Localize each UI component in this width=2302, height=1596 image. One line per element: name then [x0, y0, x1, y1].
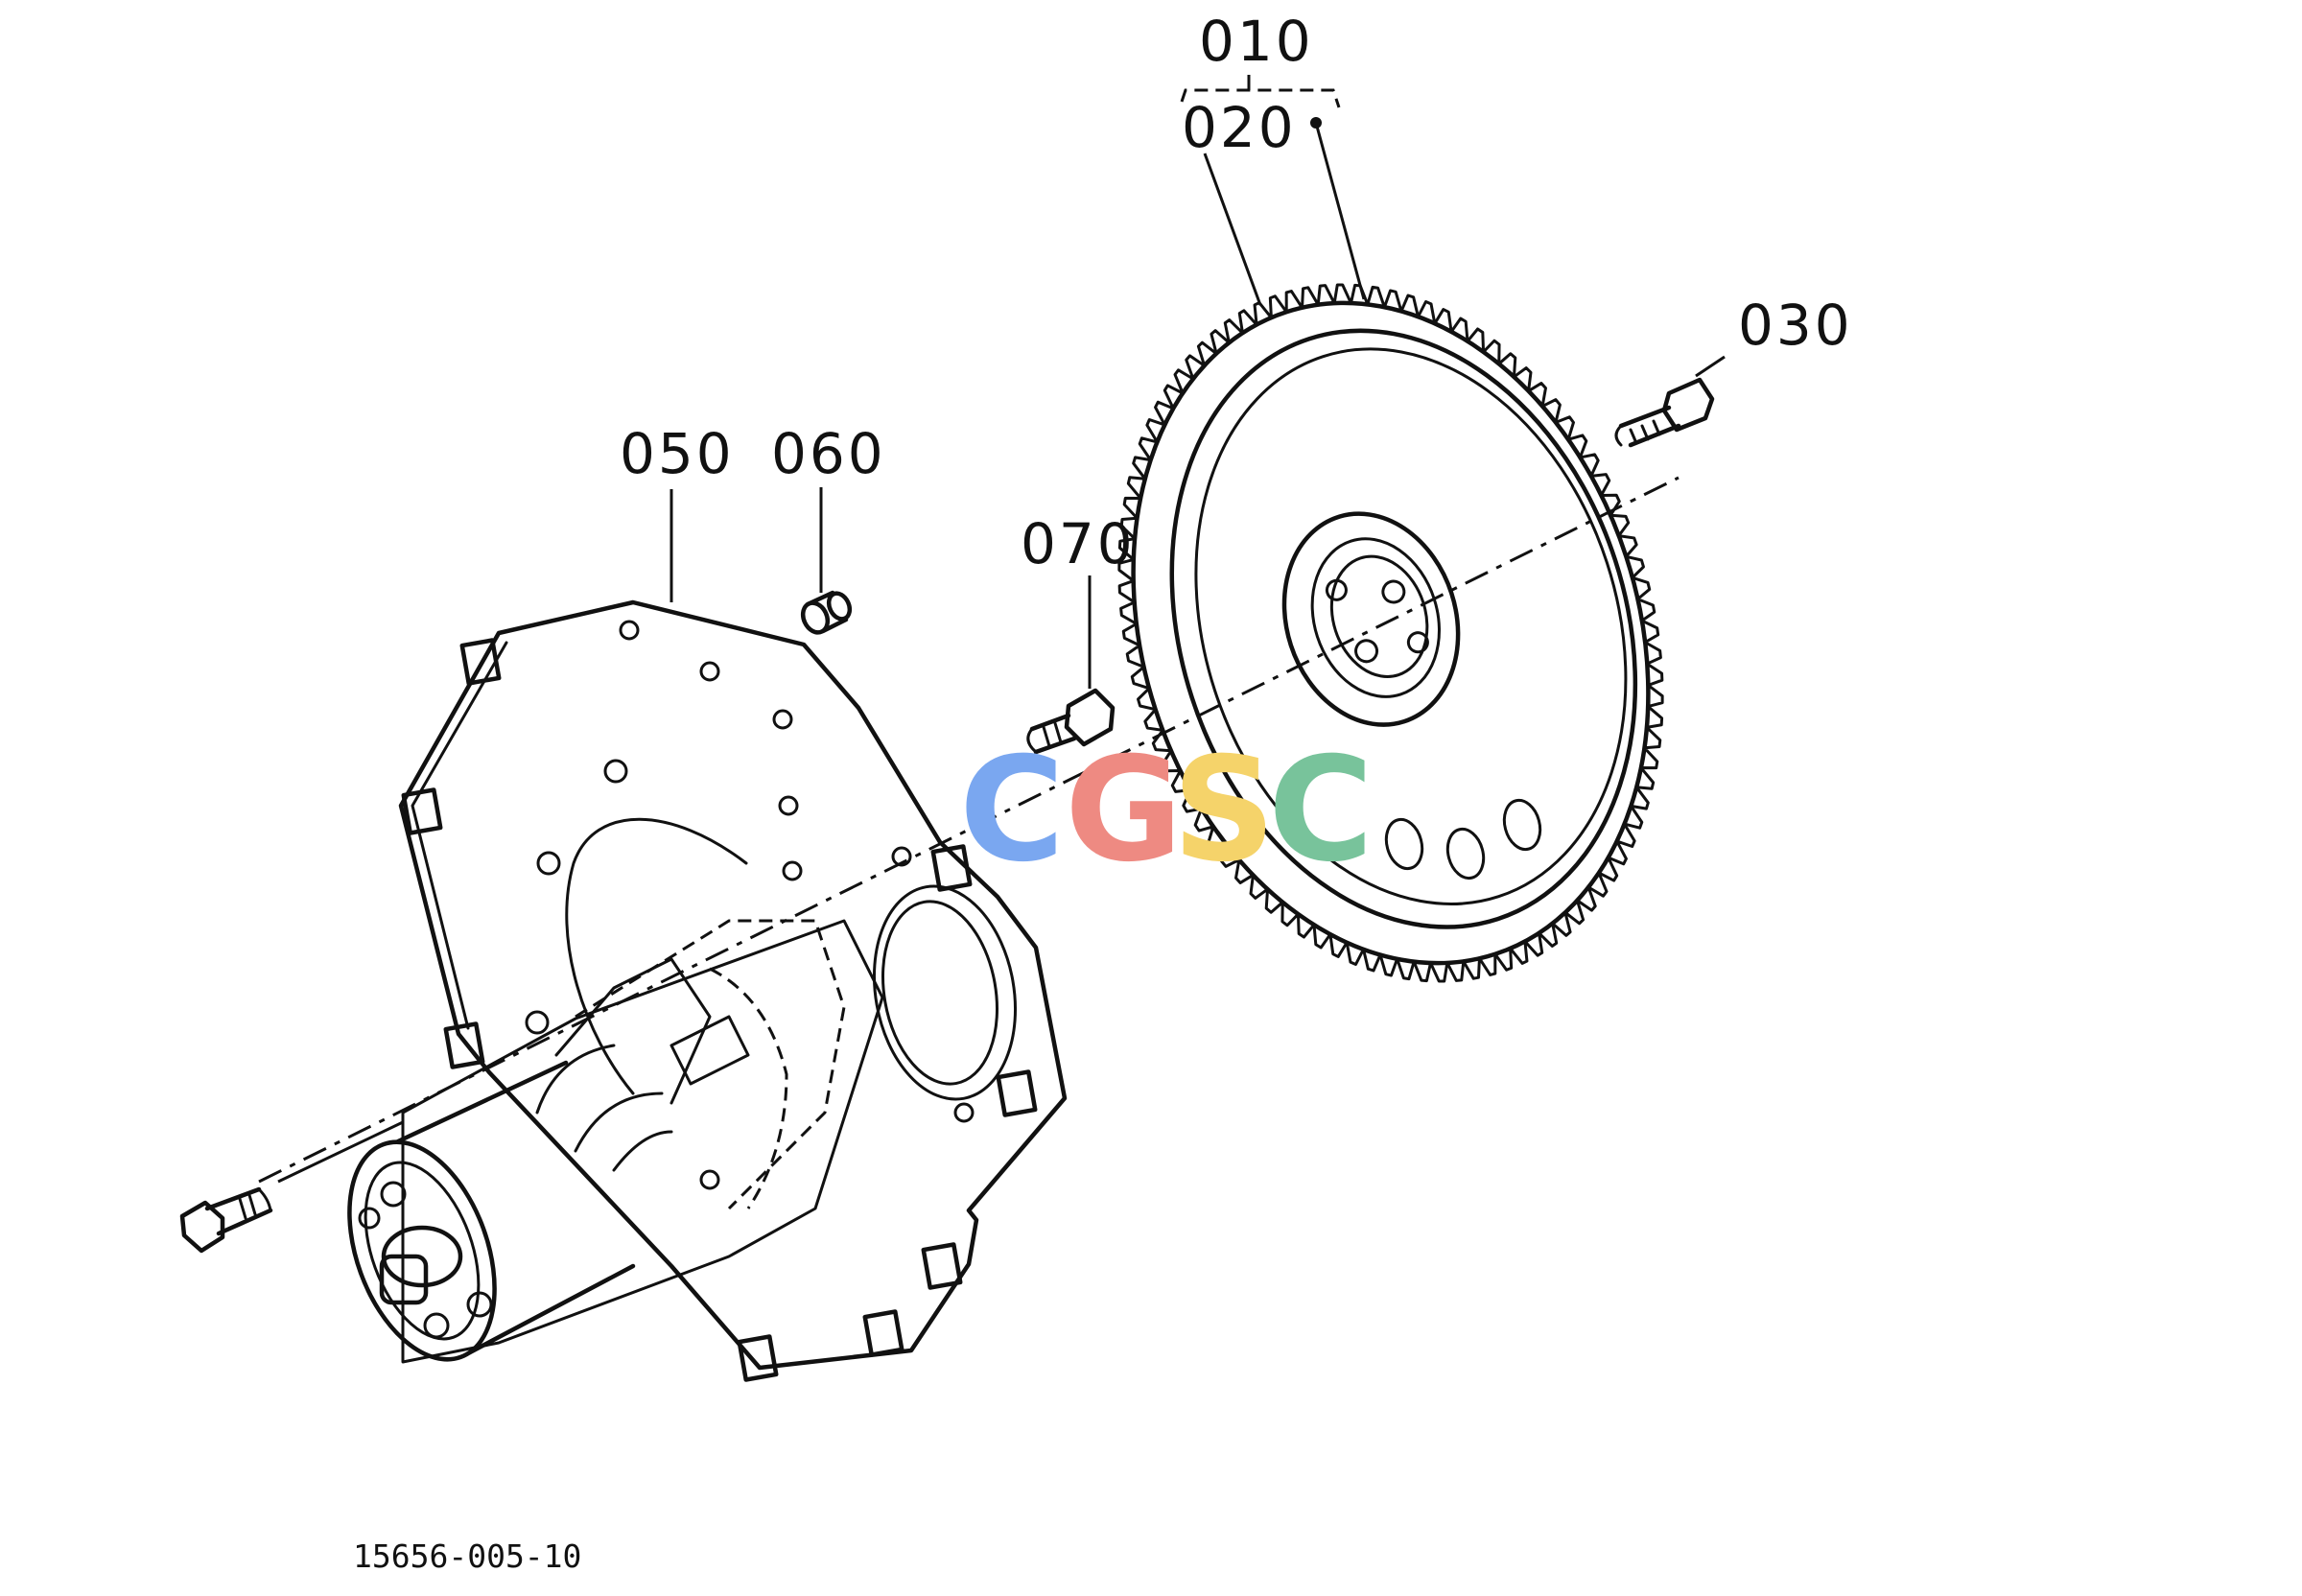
starter-bolt [179, 1120, 404, 1254]
flywheel-housing [398, 599, 1068, 1382]
drawing-code: 15656-005-10 [353, 1537, 582, 1575]
leader-020-dot [1310, 117, 1322, 129]
leader-030 [1695, 355, 1726, 378]
housing-opening [872, 884, 1018, 1101]
callout-020: 020 [1182, 95, 1297, 160]
ring-gear-teeth [1117, 283, 1664, 983]
watermark-letter: C [959, 727, 1066, 894]
callout-070: 070 [1021, 511, 1136, 576]
flywheel-housing-bolt [1026, 688, 1116, 755]
watermark-logo: C G S C [959, 739, 1381, 892]
flywheel-hole [1384, 817, 1424, 871]
starter-motor-phantom [347, 919, 884, 1364]
watermark-letter: G [1065, 727, 1184, 894]
bracket-010 [1180, 88, 1341, 108]
callout-060: 060 [771, 421, 886, 486]
callout-050: 050 [620, 421, 735, 486]
dowel-pin [800, 590, 853, 635]
flywheel-hole [1502, 798, 1542, 852]
flywheel-hole [1445, 827, 1486, 880]
watermark-letter: S [1172, 727, 1277, 894]
leader-020-left [1203, 153, 1262, 306]
leader-020-right [1314, 122, 1366, 300]
flywheel [1131, 300, 1651, 966]
assembly-axis-line [258, 476, 1680, 1184]
flywheel-teeth [1117, 283, 1664, 983]
callout-030: 030 [1738, 293, 1853, 358]
watermark-letter: C [1268, 727, 1374, 894]
callout-010: 010 [1199, 9, 1314, 74]
flywheel-bolt [1614, 377, 1715, 448]
